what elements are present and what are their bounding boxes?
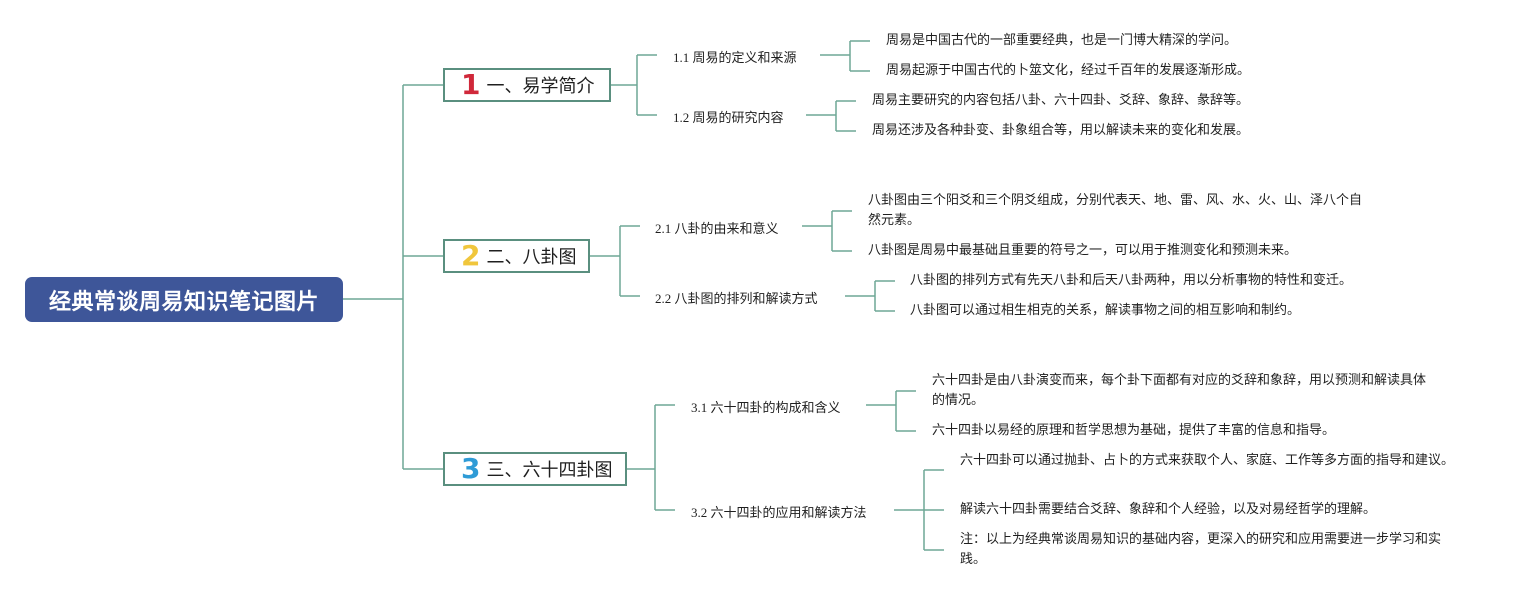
leaf-1-2-1[interactable]: 周易主要研究的内容包括八卦、六十四卦、爻辞、象辞、彖辞等。 — [872, 93, 1250, 108]
leaf-2-1-1[interactable]: 八卦图由三个阳爻和三个阴爻组成，分别代表天、地、雷、风、水、火、山、泽八个自然元… — [868, 193, 1363, 228]
leaf-1-1-1[interactable]: 周易是中国古代的一部重要经典，也是一门博大精深的学问。 — [886, 33, 1238, 48]
leaf-2-1-2[interactable]: 八卦图是周易中最基础且重要的符号之一，可以用于推测变化和预测未来。 — [868, 243, 1298, 258]
section-1-node[interactable]: 1 一、易学简介 — [443, 68, 611, 102]
leaf-2-2-2[interactable]: 八卦图可以通过相生相克的关系，解读事物之间的相互影响和制约。 — [910, 303, 1301, 318]
leaf-3-1-1[interactable]: 六十四卦是由八卦演变而来，每个卦下面都有对应的爻辞和象辞，用以预测和解读具体的情… — [932, 373, 1427, 408]
subtopic-2-1[interactable]: 2.1 八卦的由来和意义 — [655, 221, 779, 236]
subtopic-3-1[interactable]: 3.1 六十四卦的构成和含义 — [691, 400, 841, 415]
subtopic-1-2[interactable]: 1.2 周易的研究内容 — [673, 110, 784, 125]
leaf-3-2-1[interactable]: 六十四卦可以通过抛卦、占卜的方式来获取个人、家庭、工作等多方面的指导和建议。 — [960, 453, 1455, 468]
subtopic-3-2[interactable]: 3.2 六十四卦的应用和解读方法 — [691, 505, 867, 520]
section-3-title: 三、六十四卦图 — [486, 460, 613, 481]
leaf-1-1-2[interactable]: 周易起源于中国古代的卜筮文化，经过千百年的发展逐渐形成。 — [886, 63, 1251, 78]
section-3-number: 3 — [461, 452, 481, 485]
leaf-3-2-2[interactable]: 解读六十四卦需要结合爻辞、象辞和个人经验，以及对易经哲学的理解。 — [960, 502, 1377, 517]
section-2-node[interactable]: 2 二、八卦图 — [443, 239, 590, 273]
section-1-title: 一、易学简介 — [486, 76, 595, 97]
section-1-number: 1 — [461, 68, 481, 101]
leaf-1-2-2[interactable]: 周易还涉及各种卦变、卦象组合等，用以解读未来的变化和发展。 — [872, 123, 1250, 138]
subtopic-2-2[interactable]: 2.2 八卦图的排列和解读方式 — [655, 291, 818, 306]
leaf-3-1-2[interactable]: 六十四卦以易经的原理和哲学思想为基础，提供了丰富的信息和指导。 — [932, 423, 1336, 438]
leaf-3-2-3[interactable]: 注：以上为经典常谈周易知识的基础内容，更深入的研究和应用需要进一步学习和实践。 — [960, 532, 1442, 567]
root-topic[interactable]: 经典常谈周易知识笔记图片 — [25, 277, 343, 322]
leaf-2-2-1[interactable]: 八卦图的排列方式有先天八卦和后天八卦两种，用以分析事物的特性和变迁。 — [910, 273, 1353, 288]
subtopic-1-1[interactable]: 1.1 周易的定义和来源 — [673, 50, 797, 65]
section-3-node[interactable]: 3 三、六十四卦图 — [443, 452, 627, 486]
section-2-number: 2 — [461, 239, 481, 272]
section-2-title: 二、八卦图 — [486, 247, 577, 268]
root-title: 经典常谈周易知识笔记图片 — [48, 289, 319, 315]
